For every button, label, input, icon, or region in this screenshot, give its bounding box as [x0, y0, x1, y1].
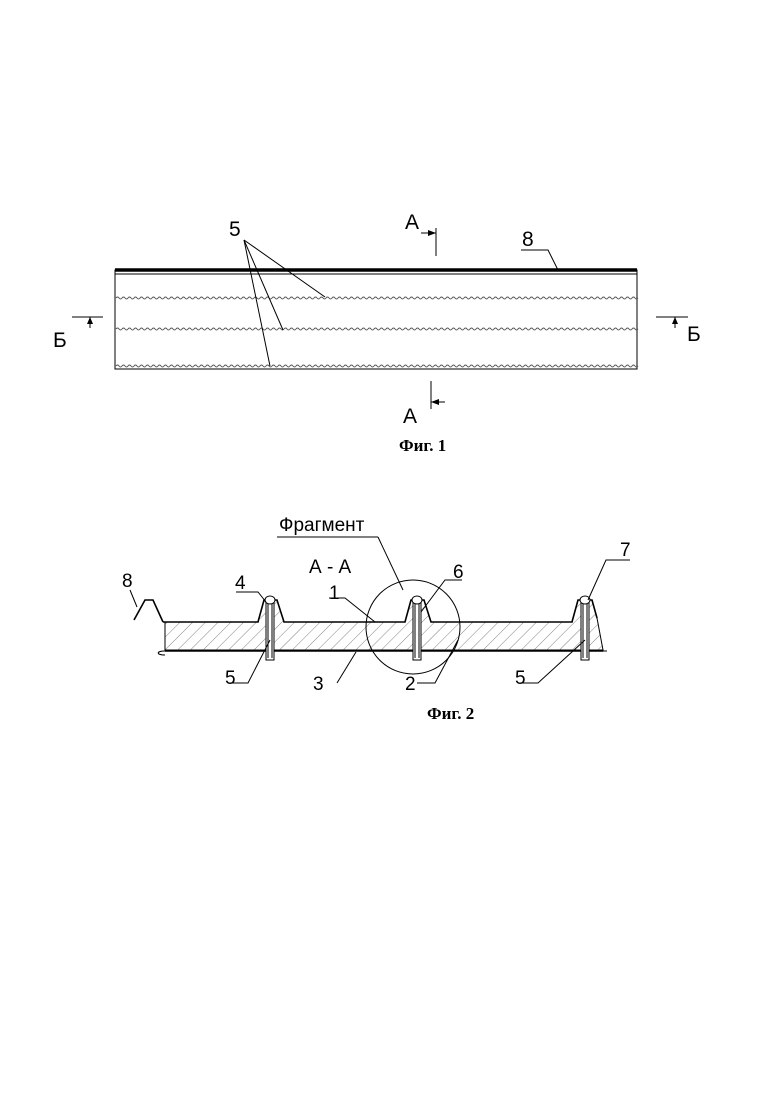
callout-8-leader-fig2 [130, 590, 137, 607]
callout-8-label: 8 [522, 228, 534, 251]
wavy-line-1 [116, 297, 638, 299]
section-a-top-label: А [405, 211, 419, 234]
fastener-right [580, 596, 590, 660]
callout-4-label: 4 [235, 573, 246, 594]
figure-1: 5 8 А А Б Б Фиг. 1 [53, 211, 701, 455]
wavy-line-2 [116, 328, 638, 330]
figure-2-caption: Фиг. 2 [427, 704, 474, 723]
callout-7-label: 7 [620, 540, 631, 561]
section-b-right-label: Б [687, 323, 701, 346]
fragment-label: Фрагмент [279, 515, 365, 536]
callout-5-left-label: 5 [225, 668, 236, 689]
wavy-line-3 [116, 365, 638, 367]
section-b-left-marker [72, 317, 103, 328]
panel-core-section [165, 600, 603, 650]
callout-6-label: 6 [453, 562, 464, 583]
callout-5-leaders [244, 240, 325, 366]
callout-5-label: 5 [229, 218, 241, 241]
callout-2-label: 2 [405, 674, 416, 695]
section-a-a-label: А - А [309, 557, 352, 578]
callout-8-leader [521, 250, 558, 270]
section-a-bottom-label: А [403, 405, 417, 428]
panel-outline [115, 270, 637, 369]
callout-3-leader [337, 652, 356, 683]
section-b-left-label: Б [53, 329, 67, 352]
section-a-bottom-marker [431, 381, 445, 409]
top-sheet-profile [163, 600, 597, 622]
callout-8-label-fig2: 8 [122, 571, 133, 592]
fastener-left [265, 596, 275, 660]
bottom-sheet-left-hook [158, 651, 165, 655]
top-sheet-left-bend [134, 600, 163, 622]
callout-7-leader [588, 560, 630, 600]
figure-1-caption: Фиг. 1 [399, 436, 446, 455]
callout-3-label: 3 [313, 674, 324, 695]
fastener-middle [412, 596, 422, 660]
callout-1-label: 1 [329, 583, 340, 604]
figure-2: Фрагмент А - А [122, 515, 631, 723]
section-b-right-marker [656, 317, 688, 328]
callout-5-right-label: 5 [515, 668, 526, 689]
section-a-top-marker [421, 228, 436, 256]
